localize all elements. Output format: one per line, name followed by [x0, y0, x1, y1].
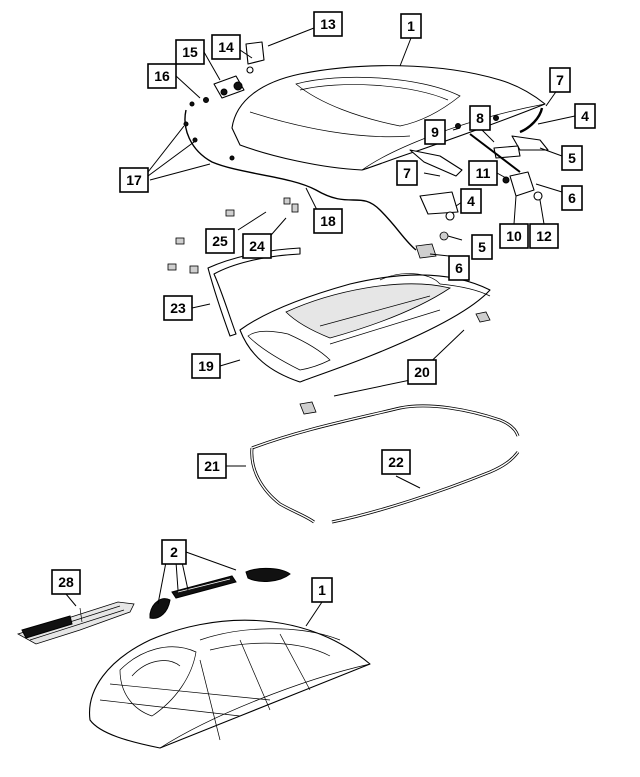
- svg-text:6: 6: [568, 190, 576, 206]
- hood-clips: [167, 197, 299, 274]
- callout-1-top: 1: [400, 13, 422, 39]
- callout-14: 14: [211, 34, 241, 60]
- svg-text:19: 19: [198, 358, 214, 374]
- callout-12: 12: [529, 223, 559, 249]
- callout-9: 9: [424, 119, 446, 145]
- svg-text:9: 9: [431, 124, 439, 140]
- callout-25: 25: [205, 228, 235, 254]
- svg-text:12: 12: [536, 228, 552, 244]
- hood-weatherstrip-rear-inner: [331, 451, 519, 523]
- callout-18: 18: [313, 208, 343, 234]
- callout-4-b: 4: [460, 188, 482, 214]
- callout-1-bottom: 1: [311, 577, 333, 603]
- hood-scoop-trim: [149, 567, 291, 619]
- hood-retainer: [475, 311, 491, 323]
- callout-7-b: 7: [396, 160, 418, 186]
- svg-text:14: 14: [218, 39, 234, 55]
- callout-8: 8: [469, 105, 491, 131]
- svg-text:7: 7: [403, 165, 411, 181]
- callout-6-b: 6: [448, 255, 470, 281]
- svg-text:20: 20: [414, 364, 430, 380]
- hood-weatherstrip-front-inner: [251, 405, 519, 449]
- hood-weatherstrip-rear: [331, 451, 520, 524]
- callout-20: 20: [407, 359, 437, 385]
- callout-5-b: 5: [471, 234, 493, 260]
- callout-13: 13: [313, 11, 343, 37]
- svg-text:25: 25: [212, 233, 228, 249]
- hood-insulator: [239, 273, 491, 383]
- svg-text:2: 2: [170, 544, 178, 560]
- svg-text:4: 4: [581, 108, 589, 124]
- svg-text:13: 13: [320, 16, 336, 32]
- svg-text:16: 16: [154, 68, 170, 84]
- hood-latch-assembly: [189, 41, 265, 107]
- svg-text:11: 11: [476, 165, 491, 181]
- callout-6-a: 6: [561, 185, 583, 211]
- callout-4-a: 4: [574, 103, 596, 129]
- callout-23: 23: [163, 295, 193, 321]
- svg-text:6: 6: [455, 260, 463, 276]
- callout-22: 22: [381, 449, 411, 475]
- svg-text:23: 23: [170, 300, 186, 316]
- svg-text:18: 18: [320, 213, 336, 229]
- hood-retainer-2: [299, 401, 317, 415]
- callout-10: 10: [499, 223, 529, 249]
- hood-weatherstrip-left: [250, 447, 315, 524]
- callout-19: 19: [191, 353, 221, 379]
- callout-11: 11: [468, 160, 498, 186]
- callout-7-a: 7: [549, 67, 571, 93]
- svg-text:5: 5: [568, 150, 576, 166]
- svg-text:24: 24: [249, 238, 265, 254]
- svg-text:15: 15: [182, 44, 198, 60]
- callout-21: 21: [197, 453, 227, 479]
- hood-panel-bottom: [89, 619, 371, 749]
- hood-hinge-assembly: [409, 107, 549, 241]
- hood-weatherstrip-left-inner: [251, 447, 315, 523]
- svg-text:17: 17: [126, 172, 142, 188]
- callout-17: 17: [119, 167, 149, 193]
- svg-text:1: 1: [407, 18, 415, 34]
- svg-text:7: 7: [556, 72, 564, 88]
- svg-text:4: 4: [467, 193, 475, 209]
- svg-text:1: 1: [318, 582, 326, 598]
- svg-text:28: 28: [58, 574, 74, 590]
- svg-text:22: 22: [388, 454, 404, 470]
- hood-cowl-grille: [16, 601, 135, 645]
- callout-28: 28: [51, 569, 81, 595]
- callout-15: 15: [175, 39, 205, 65]
- callout-24: 24: [242, 233, 272, 259]
- svg-text:21: 21: [204, 458, 220, 474]
- svg-text:5: 5: [478, 239, 486, 255]
- callout-5-a: 5: [561, 145, 583, 171]
- callout-2: 2: [161, 539, 187, 565]
- svg-text:10: 10: [506, 228, 522, 244]
- callout-16: 16: [147, 63, 177, 89]
- svg-text:8: 8: [476, 110, 484, 126]
- hood-panel-top: [231, 65, 546, 171]
